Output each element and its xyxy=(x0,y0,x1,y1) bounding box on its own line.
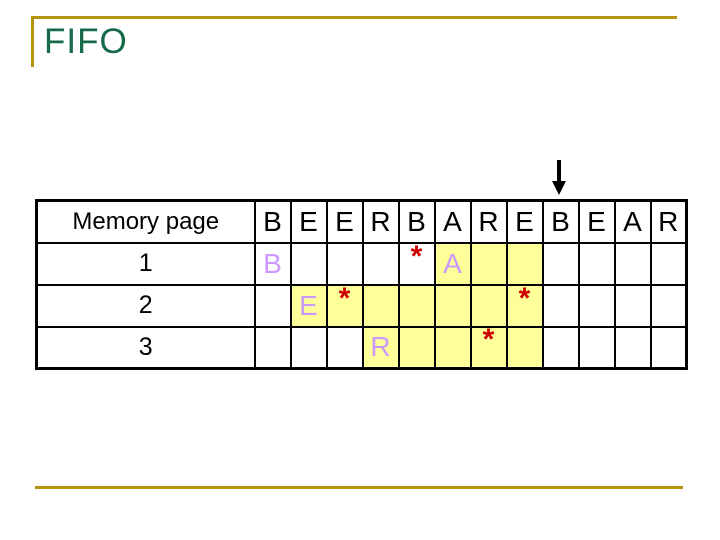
frame-cell-r3-c2 xyxy=(289,325,328,370)
frame-cell-r2-c11 xyxy=(613,283,652,328)
memory-page-row-3: 3 R * xyxy=(35,325,688,370)
reference-letter-5: B xyxy=(397,199,436,244)
frame-cell-r1-c1-letter: B xyxy=(253,241,292,286)
frame-cell-r3-c3 xyxy=(325,325,364,370)
reference-letter-7: R xyxy=(469,199,508,244)
row-label-cell: 3 xyxy=(35,325,256,370)
left-border-rule xyxy=(31,16,34,67)
reference-letter-12: R xyxy=(649,199,688,244)
hit-star: * xyxy=(482,326,495,357)
hit-star: * xyxy=(518,284,531,315)
reference-letter-8: E xyxy=(505,199,544,244)
frame-cell-r1-c2 xyxy=(289,241,328,286)
memory-page-header: Memory page xyxy=(35,199,256,244)
frame-cell-r2-c6 xyxy=(433,283,472,328)
frame-cell-r2-c3-star: * xyxy=(325,283,364,328)
frame-cell-r1-c3 xyxy=(325,241,364,286)
frame-cell-r1-c7 xyxy=(469,241,508,286)
row-label-cell: 2 xyxy=(35,283,256,328)
reference-letter-6: A xyxy=(433,199,472,244)
frame-cell-r2-c8-star: * xyxy=(505,283,544,328)
loaded-page-letter: E xyxy=(299,289,318,321)
frame-cell-r2-c5 xyxy=(397,283,436,328)
frame-cell-r2-c9 xyxy=(541,283,580,328)
frame-cell-r3-c1 xyxy=(253,325,292,370)
frame-cell-r3-c7-star: * xyxy=(469,325,508,370)
reference-letter-2: E xyxy=(289,199,328,244)
frame-cell-r2-c4 xyxy=(361,283,400,328)
frame-cell-r3-c10 xyxy=(577,325,616,370)
frame-cell-r3-c8 xyxy=(505,325,544,370)
frame-cell-r2-c10 xyxy=(577,283,616,328)
reference-letter-10: E xyxy=(577,199,616,244)
frame-cell-r3-c5 xyxy=(397,325,436,370)
frame-cell-r3-c6 xyxy=(433,325,472,370)
frame-cell-r1-c10 xyxy=(577,241,616,286)
reference-letter-11: A xyxy=(613,199,652,244)
reference-letter-4: R xyxy=(361,199,400,244)
memory-page-row-2: 2 E * * xyxy=(35,283,688,328)
frame-cell-r3-c12 xyxy=(649,325,688,370)
frame-cell-r1-c9 xyxy=(541,241,580,286)
loaded-page-letter: A xyxy=(443,247,462,279)
bottom-border-rule xyxy=(35,486,683,489)
hit-star: * xyxy=(410,242,423,273)
down-arrow-icon xyxy=(552,160,566,195)
frame-cell-r3-c4-letter: R xyxy=(361,325,400,370)
reference-letter-9: B xyxy=(541,199,580,244)
row-label-cell: 1 xyxy=(35,241,256,286)
hit-star: * xyxy=(338,284,351,315)
top-border-rule xyxy=(31,16,677,19)
frame-cell-r2-c1 xyxy=(253,283,292,328)
frame-cell-r2-c12 xyxy=(649,283,688,328)
frame-cell-r1-c11 xyxy=(613,241,652,286)
frame-cell-r2-c7 xyxy=(469,283,508,328)
loaded-page-letter: R xyxy=(370,331,391,363)
frame-cell-r1-c4 xyxy=(361,241,400,286)
loaded-page-letter: B xyxy=(263,247,282,279)
page-title: FIFO xyxy=(44,22,128,61)
frame-cell-r3-c11 xyxy=(613,325,652,370)
frame-cell-r3-c9 xyxy=(541,325,580,370)
reference-letter-3: E xyxy=(325,199,364,244)
frame-cell-r1-c12 xyxy=(649,241,688,286)
frame-cell-r1-c6-letter: A xyxy=(433,241,472,286)
frame-cell-r1-c5-star: * xyxy=(397,241,436,286)
frame-cell-r2-c2-letter: E xyxy=(289,283,328,328)
reference-letter-1: B xyxy=(253,199,292,244)
frame-cell-r1-c8 xyxy=(505,241,544,286)
